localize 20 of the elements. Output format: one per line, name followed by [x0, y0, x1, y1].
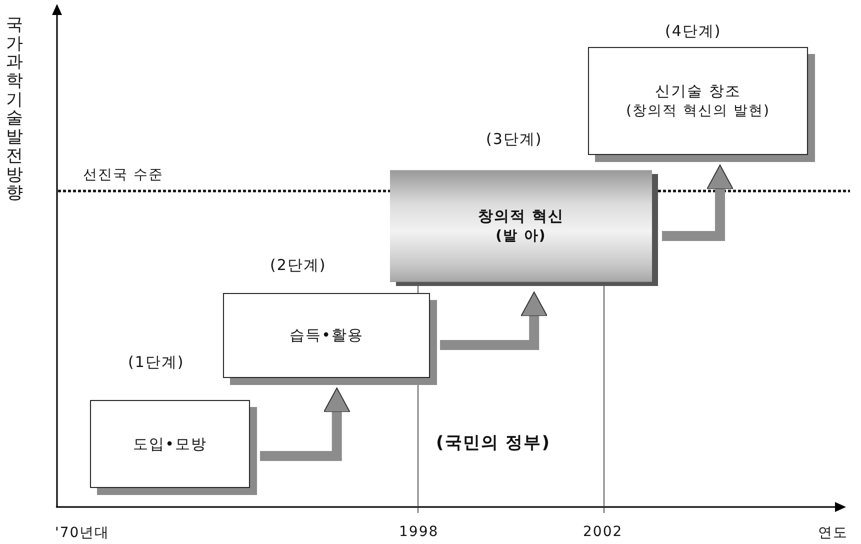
tick-label: 1998 [399, 524, 439, 540]
stage-label: (2단계) [270, 256, 326, 275]
stage-label: (1단계) [128, 353, 184, 372]
block-arrow [260, 388, 350, 461]
box-text: (발 아) [496, 226, 546, 246]
block-arrow [662, 164, 734, 241]
period-label: (국민의 정부) [436, 432, 550, 454]
box-text: 습득•활용 [290, 325, 364, 346]
stage-label: (4단계) [665, 22, 722, 41]
reference-label: 선진국 수준 [83, 166, 164, 184]
tick-label: 2002 [583, 524, 623, 540]
box-text: 도입•모방 [133, 434, 207, 454]
stage-label: (3단계) [486, 130, 542, 149]
box-text: (창의적 혁신의 발현) [626, 102, 770, 121]
axis-label: 국가과학기술발전방향 [6, 16, 23, 203]
box-text: 창의적 혁신 [478, 206, 564, 227]
box-text: 신기술 창조 [655, 81, 741, 102]
tick-label: 연도 [818, 524, 848, 542]
tick-label: '70년대 [55, 524, 110, 542]
block-arrow [440, 292, 548, 350]
